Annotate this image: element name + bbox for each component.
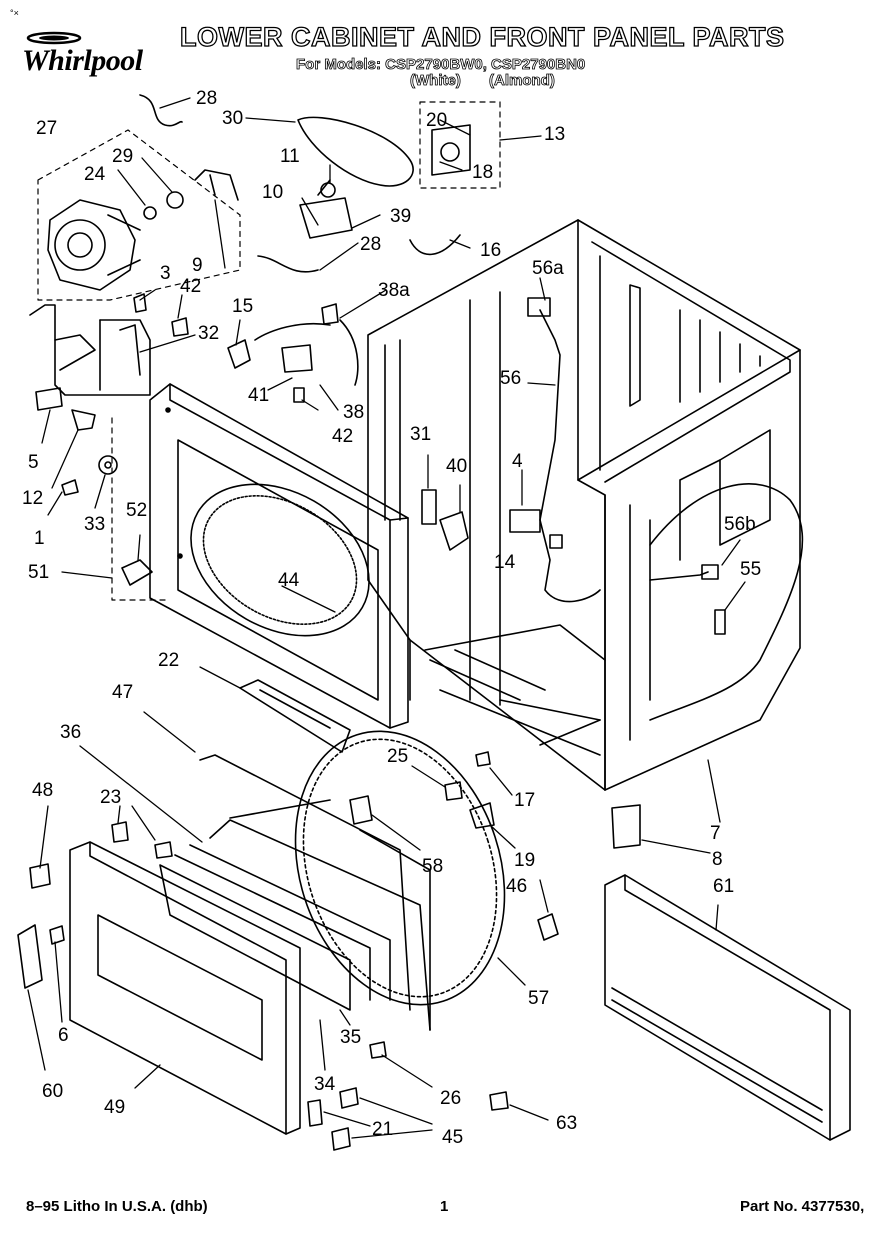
logo-swoosh-icon [26,31,82,45]
cabinet [367,219,804,791]
callout-28: 28 [360,234,381,255]
callout-1: 1 [34,528,45,549]
callout-24: 24 [84,164,106,185]
callout-17: 17 [514,790,535,811]
callout-27: 27 [36,118,57,139]
callout-20: 20 [426,110,447,131]
door-switch-4 [509,509,541,533]
switch-41 [281,344,313,373]
harness-28 [257,255,319,273]
callout-6: 6 [58,1025,69,1046]
callout-49: 49 [104,1097,125,1118]
callout-42-top: 42 [180,276,201,297]
door-seal [294,730,506,1006]
drive-belt [297,116,414,187]
callout-35: 35 [340,1027,361,1048]
callout-47: 47 [112,682,133,703]
callout-31: 31 [410,424,431,445]
door-assembly [69,754,431,1135]
callout-61: 61 [713,876,734,897]
idler-pulley [320,182,336,198]
callout-22: 22 [158,650,179,671]
callout-3: 3 [160,263,171,284]
callout-26: 26 [440,1088,461,1109]
callout-19: 19 [514,850,535,871]
harness-16 [409,234,461,256]
callout-57: 57 [528,988,549,1009]
hardware [17,124,726,1151]
callout-38a: 38a [378,280,410,301]
variant-almond: (Almond) [489,72,556,90]
callout-56: 56 [500,368,521,389]
front-panel [604,874,851,1141]
callout-56b: 56b [724,514,756,535]
callout-7: 7 [710,823,721,844]
callout-44: 44 [278,570,300,591]
drum-roller [440,142,460,162]
connector-56a [527,297,551,317]
callout-60: 60 [42,1081,63,1102]
callout-5: 5 [28,452,39,473]
callout-39: 39 [390,206,411,227]
callout-36: 36 [60,722,81,743]
leader-lines [27,97,746,1139]
callout-41: 41 [248,385,269,406]
whirlpool-logo: Whirlpool [12,30,177,80]
callout-38: 38 [343,402,364,423]
front-frame [149,383,409,729]
callout-23: 23 [100,787,121,808]
callout-48: 48 [32,780,53,801]
footer-page-number: 1 [440,1198,449,1215]
page-title: LOWER CABINET AND FRONT PANEL PARTS [179,21,785,52]
corner-mark: °× [10,8,19,18]
callout-12: 12 [22,488,43,509]
models-line: For Models: CSP2790BW0, CSP2790BN0 [296,56,586,74]
callout-63: 63 [556,1113,577,1134]
callout-58: 58 [422,856,443,877]
callout-4: 4 [512,451,523,472]
motor-mount [29,304,151,396]
door-catch-40 [439,511,469,551]
callout-33: 33 [84,514,105,535]
callout-32: 32 [198,323,219,344]
footer-litho: 8–95 Litho In U.S.A. (dhb) [26,1198,208,1215]
callout-29: 29 [112,146,133,167]
harness-56 [539,309,601,603]
group-boxes [37,101,501,601]
callout-15: 15 [232,296,253,317]
callout-13: 13 [544,124,565,145]
motor [47,169,239,291]
callout-14: 14 [494,552,516,573]
strike-31 [421,489,437,525]
callout-11: 11 [280,146,300,167]
callout-46: 46 [506,876,527,897]
callout-21: 21 [372,1119,393,1140]
callout-9: 9 [192,255,203,276]
brand-name: Whirlpool [22,44,143,77]
door-seal-inner [302,738,498,998]
callout-42: 42 [332,426,353,447]
callout-18: 18 [472,162,493,183]
callout-10: 10 [262,182,283,203]
callout-40: 40 [446,456,467,477]
clip-15 [227,339,251,369]
callout-45: 45 [442,1127,463,1148]
callout-34: 34 [314,1074,336,1095]
callout-56a: 56a [532,258,564,279]
footer-part-number: Part No. 4377530, [740,1198,865,1215]
callout-55: 55 [740,559,761,580]
callout-16: 16 [480,240,501,261]
harness-38 [254,319,359,386]
callout-30: 30 [222,108,243,129]
harness-28-top [139,94,183,127]
callout-28-top: 28 [196,88,217,109]
callout-51: 51 [28,562,49,583]
callout-25: 25 [387,746,408,767]
toe-kick [239,679,351,753]
variant-white: (White) [410,72,462,90]
callout-52: 52 [126,500,147,521]
callout-8: 8 [712,849,723,870]
